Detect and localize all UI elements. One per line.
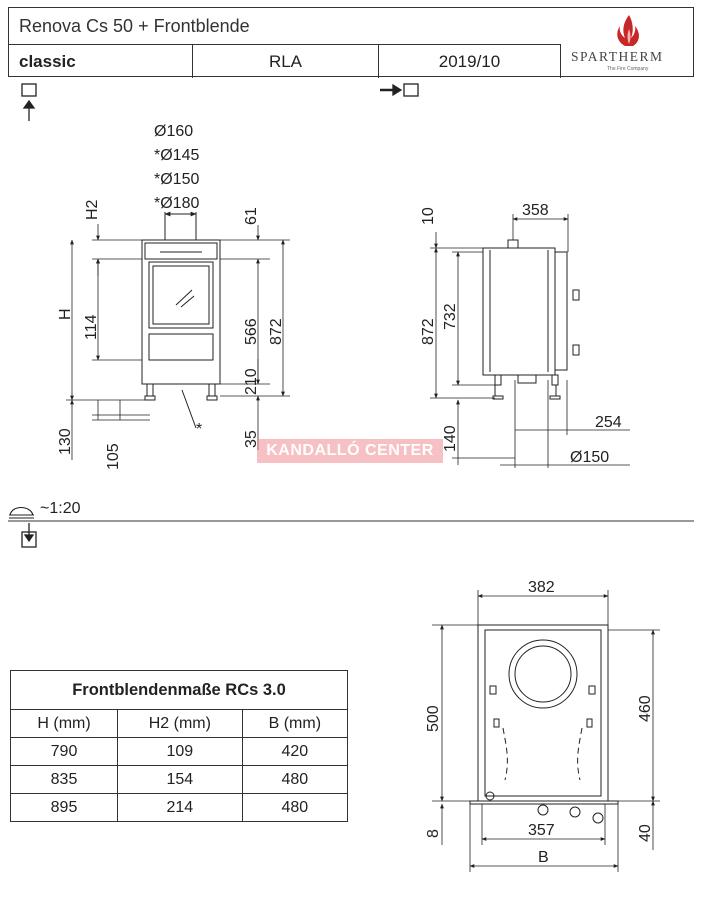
flue-size-list: Ø160 *Ø145 *Ø150 *Ø180 [154, 123, 199, 212]
stove-side-outline [482, 239, 580, 400]
title-block-row: classic RLA 2019/10 [9, 44, 561, 78]
table-cell: 154 [117, 765, 243, 794]
dim-114: 114 [83, 314, 100, 340]
variant-label: classic [19, 52, 76, 71]
table-cell: 835 [9, 765, 119, 794]
scale-label: ~1:20 [40, 500, 81, 517]
watermark: KANDALLÓ CENTER [257, 439, 443, 463]
drawing-title: Renova Cs 50 + Frontblende [19, 16, 250, 36]
dim-h: H [57, 308, 74, 320]
table-caption: Frontblendenmaße RCs 3.0 [10, 670, 348, 710]
brand-tagline: The Fire Company [607, 66, 649, 72]
dim-358: 358 [522, 202, 549, 219]
flue-size: *Ø145 [154, 147, 199, 164]
side-view-symbol-icon [380, 83, 419, 97]
column-header: H (mm) [9, 709, 119, 738]
flue-size: Ø160 [154, 123, 193, 140]
title-block: Renova Cs 50 + Frontblende classic RLA 2… [8, 7, 694, 78]
dim-8: 8 [425, 829, 442, 838]
table-row: 895 214 480 [9, 793, 349, 822]
column-header: B (mm) [241, 709, 349, 738]
column-header: H2 (mm) [117, 709, 243, 738]
side-dimension-lines [430, 214, 630, 468]
side-dimension-labels: 10 358 872 732 140 254 Ø150 [420, 202, 622, 466]
dim-254: 254 [595, 414, 622, 431]
table-cell: 480 [241, 793, 349, 822]
table-cell: 214 [117, 793, 243, 822]
spartherm-logo: SPARTHERM The Fire Company [567, 11, 693, 73]
front-dimension-labels: H2 H 114 130 105 61 566 872 210 35 * [57, 199, 285, 470]
dim-460: 460 [637, 695, 654, 722]
dim-10: 10 [420, 207, 437, 225]
table-cell: 790 [9, 737, 119, 766]
dim-h2: H2 [84, 199, 101, 220]
top-dimension-lines [432, 590, 660, 872]
dim-500: 500 [425, 705, 442, 732]
table-cell: 109 [117, 737, 243, 766]
flue-size: *Ø150 [154, 171, 199, 188]
top-view: 382 500 460 8 357 B 40 [425, 579, 660, 872]
dim-asterisk: * [196, 421, 202, 438]
top-view-symbol-icon [21, 523, 37, 548]
scale-icon [9, 506, 34, 519]
table-row: 835 154 480 [9, 765, 349, 794]
dim-b: B [538, 849, 549, 866]
brand-name: SPARTHERM [571, 49, 664, 64]
frontblende-table: Frontblendenmaße RCs 3.0 H (mm) H2 (mm) … [9, 670, 349, 822]
table-cell: 420 [241, 737, 349, 766]
dim-105: 105 [105, 443, 122, 470]
dim-61: 61 [243, 207, 260, 225]
dim-40: 40 [637, 824, 654, 842]
dim-872: 872 [420, 318, 437, 345]
front-view: Ø160 *Ø145 *Ø150 *Ø180 [57, 123, 290, 470]
stove-top-outline [469, 624, 619, 824]
front-dimension-lines [66, 224, 290, 460]
dim-382: 382 [528, 579, 555, 596]
dim-566: 566 [243, 318, 260, 345]
table-cell: 895 [9, 793, 119, 822]
flame-icon [617, 15, 639, 46]
dim-35: 35 [243, 430, 260, 448]
table-row: 790 109 420 [9, 737, 349, 766]
table-caption-row: Frontblendenmaße RCs 3.0 [10, 670, 348, 710]
flue-size: *Ø180 [154, 195, 199, 212]
dim-872: 872 [268, 318, 285, 345]
dim-732: 732 [442, 303, 459, 330]
side-view: 10 358 872 732 140 254 Ø150 [420, 202, 630, 468]
dim-357: 357 [528, 822, 555, 839]
front-view-symbol-icon [21, 83, 37, 121]
dim-210: 210 [243, 368, 260, 395]
model-code: RLA [192, 45, 378, 78]
dim-130: 130 [57, 428, 74, 455]
dim-140: 140 [442, 425, 459, 452]
revision-date: 2019/10 [378, 45, 561, 78]
table-header-row: H (mm) H2 (mm) B (mm) [9, 709, 349, 738]
stove-front-outline [141, 211, 221, 429]
top-dimension-labels: 382 500 460 8 357 B 40 [425, 579, 654, 866]
dim-150: Ø150 [570, 449, 609, 466]
table-cell: 480 [241, 765, 349, 794]
